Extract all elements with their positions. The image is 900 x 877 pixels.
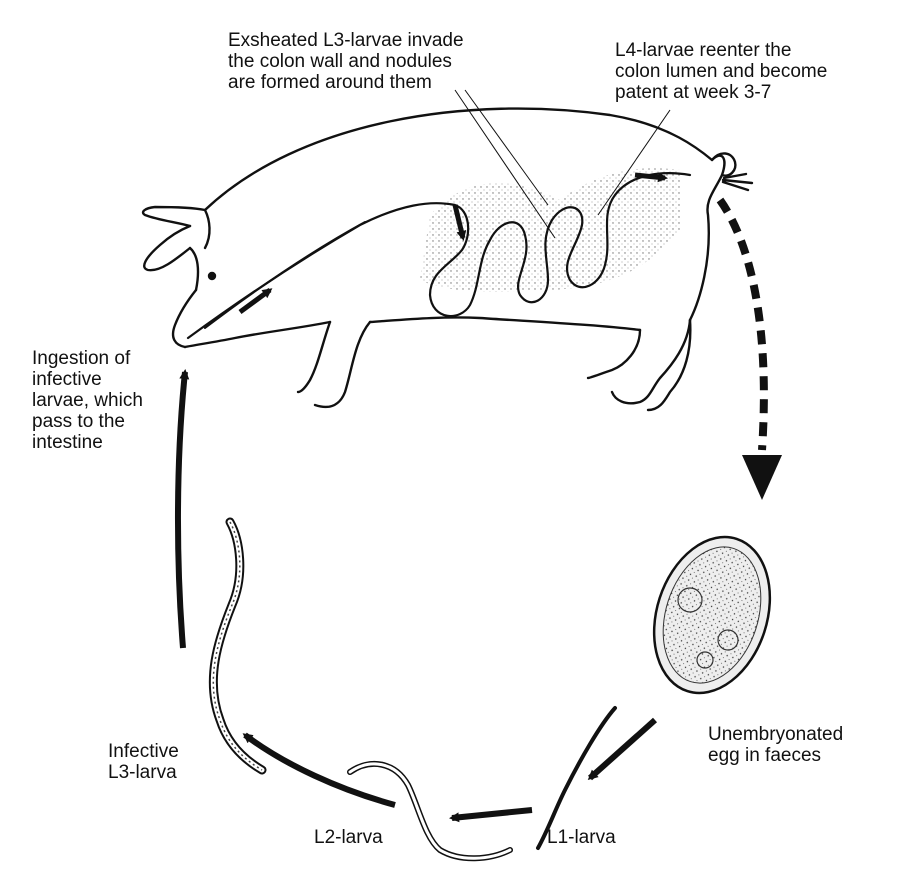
label-exsheathed-l3: Exsheated L3-larvae invade the colon wal… [228, 30, 464, 93]
label-l4-reenter: L4-larvae reenter the colon lumen and be… [615, 40, 828, 103]
arrow-l1-to-l2 [449, 807, 533, 823]
label-l2-larva: L2-larva [314, 827, 383, 848]
pig-illustration [141, 107, 754, 412]
arrow-egg-to-l1 [587, 717, 657, 781]
label-egg: Unembryonated egg in faeces [708, 724, 844, 766]
arrow-ingestion [174, 369, 190, 649]
label-ingestion: Ingestion of infective larvae, which pas… [32, 348, 143, 453]
intestine-illustration [186, 168, 692, 340]
l2-larva-inner [348, 762, 512, 860]
infective-l3-larva [208, 517, 267, 775]
unembryonated-egg [652, 535, 772, 695]
label-l1-larva: L1-larva [547, 827, 616, 848]
label-infective-l3: Infective L3-larva [108, 741, 179, 783]
l1-larva [536, 706, 617, 850]
arrow-l2-to-l3 [242, 732, 396, 808]
faeces-exit-arrow [716, 197, 782, 500]
leader-lines [454, 89, 671, 239]
